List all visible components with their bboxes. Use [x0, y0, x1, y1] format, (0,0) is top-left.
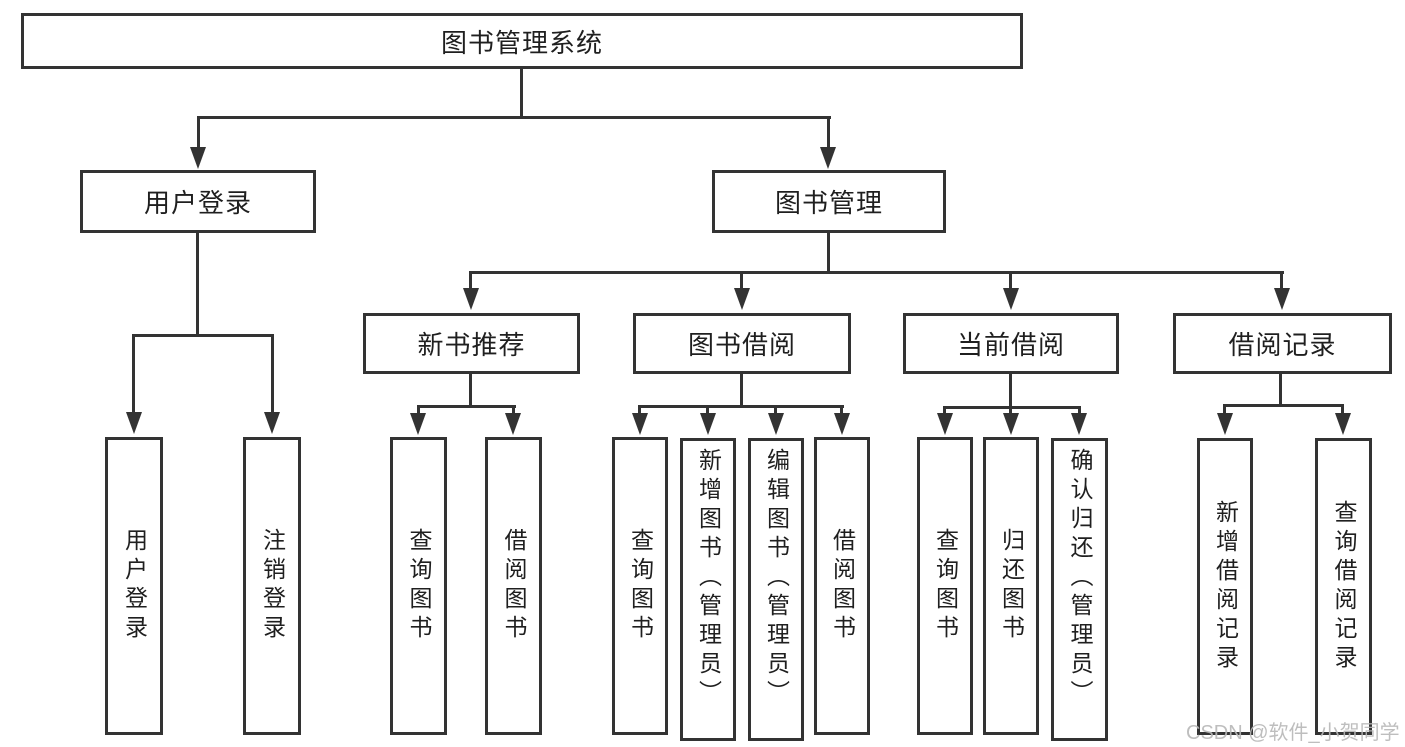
- node-current-borrowing: 当前借阅: [903, 313, 1119, 374]
- node-book-borrowing: 图书借阅: [633, 313, 851, 374]
- connector-line: [827, 116, 830, 149]
- arrow-down-icon: [734, 288, 750, 310]
- node-user-login: 用户登录: [80, 170, 316, 233]
- arrow-down-icon: [1003, 413, 1019, 435]
- leaf-borrow-books: 借阅图书: [814, 437, 870, 735]
- leaf-query-books: 查询图书: [917, 437, 973, 735]
- connector-line: [132, 334, 135, 414]
- node-label: 借阅图书: [501, 528, 527, 644]
- connector-line: [1009, 406, 1012, 415]
- node-borrow-records: 借阅记录: [1173, 313, 1392, 374]
- connector-line: [706, 405, 709, 415]
- node-label: 查询图书: [406, 528, 432, 644]
- leaf-edit-books-admin: 编辑图书（管理员）: [748, 438, 804, 741]
- node-label: 当前借阅: [956, 330, 1065, 360]
- connector-line: [943, 406, 946, 415]
- arrow-down-icon: [1071, 413, 1087, 435]
- connector-line: [197, 116, 200, 149]
- arrow-down-icon: [410, 413, 426, 435]
- leaf-query-borrow-record: 查询借阅记录: [1315, 438, 1372, 735]
- arrow-down-icon: [834, 413, 850, 435]
- arrow-down-icon: [632, 413, 648, 435]
- arrow-down-icon: [937, 413, 953, 435]
- node-label: 编辑图书（管理员）: [763, 448, 790, 709]
- connector-line: [271, 334, 274, 414]
- leaf-query-books: 查询图书: [390, 437, 447, 735]
- node-label: 借阅图书: [829, 528, 856, 644]
- node-library-management-system: 图书管理系统: [21, 13, 1023, 69]
- arrow-down-icon: [264, 412, 280, 434]
- connector-line: [638, 405, 641, 415]
- node-label: 归还图书: [998, 528, 1025, 644]
- leaf-add-books-admin: 新增图书（管理员）: [680, 438, 736, 741]
- connector-line: [1279, 374, 1282, 406]
- arrow-down-icon: [820, 147, 836, 169]
- connector-line: [469, 374, 472, 407]
- arrow-down-icon: [1217, 413, 1233, 435]
- connector-line: [132, 334, 274, 337]
- leaf-logout: 注销登录: [243, 437, 301, 735]
- node-new-book-recommend: 新书推荐: [363, 313, 580, 374]
- arrow-down-icon: [463, 288, 479, 310]
- connector-line: [638, 405, 844, 408]
- leaf-borrow-books: 借阅图书: [485, 437, 542, 735]
- csdn-watermark: CSDN @软件_小贺同学: [1186, 722, 1400, 744]
- connector-line: [1341, 404, 1344, 415]
- node-label: 查询图书: [932, 528, 959, 644]
- connector-line: [417, 405, 516, 408]
- node-label: 用户登录: [143, 188, 252, 218]
- arrow-down-icon: [505, 413, 521, 435]
- node-label: 图书管理: [774, 188, 883, 218]
- node-label: 图书借阅: [687, 330, 796, 360]
- connector-line: [1009, 271, 1012, 289]
- node-label: 查询图书: [627, 528, 654, 644]
- connector-line: [774, 405, 777, 415]
- node-label: 新增图书（管理员）: [695, 448, 722, 709]
- connector-line: [512, 405, 515, 415]
- leaf-user-login: 用户登录: [105, 437, 163, 735]
- connector-line: [840, 405, 843, 415]
- connector-line: [1223, 404, 1344, 407]
- connector-line: [196, 233, 199, 335]
- connector-line: [469, 271, 1284, 274]
- connector-line: [740, 374, 743, 407]
- connector-line: [469, 271, 472, 289]
- leaf-return-books: 归还图书: [983, 437, 1039, 735]
- connector-line: [1078, 406, 1081, 415]
- connector-line: [1280, 271, 1283, 289]
- connector-line: [417, 405, 420, 415]
- node-label: 借阅记录: [1228, 330, 1337, 360]
- node-label: 查询借阅记录: [1331, 499, 1357, 674]
- arrow-down-icon: [768, 413, 784, 435]
- node-label: 用户登录: [121, 528, 148, 644]
- connector-line: [520, 69, 523, 117]
- arrow-down-icon: [700, 413, 716, 435]
- connector-line: [740, 271, 743, 289]
- leaf-query-books: 查询图书: [612, 437, 668, 735]
- arrow-down-icon: [190, 147, 206, 169]
- leaf-add-borrow-record: 新增借阅记录: [1197, 438, 1253, 735]
- connector-line: [198, 116, 831, 119]
- connector-line: [943, 406, 1081, 409]
- arrow-down-icon: [1335, 413, 1351, 435]
- leaf-confirm-return-admin: 确认归还（管理员）: [1051, 438, 1108, 741]
- connector-line: [1223, 404, 1226, 415]
- node-label: 新书推荐: [417, 330, 526, 360]
- node-label: 注销登录: [259, 528, 286, 644]
- node-book-management: 图书管理: [712, 170, 946, 233]
- node-label: 确认归还（管理员）: [1067, 448, 1093, 709]
- arrow-down-icon: [1274, 288, 1290, 310]
- connector-line: [1009, 374, 1012, 408]
- node-label: 图书管理系统: [440, 27, 603, 58]
- node-label: 新增借阅记录: [1212, 499, 1239, 674]
- arrow-down-icon: [126, 412, 142, 434]
- arrow-down-icon: [1003, 288, 1019, 310]
- connector-line: [827, 233, 830, 274]
